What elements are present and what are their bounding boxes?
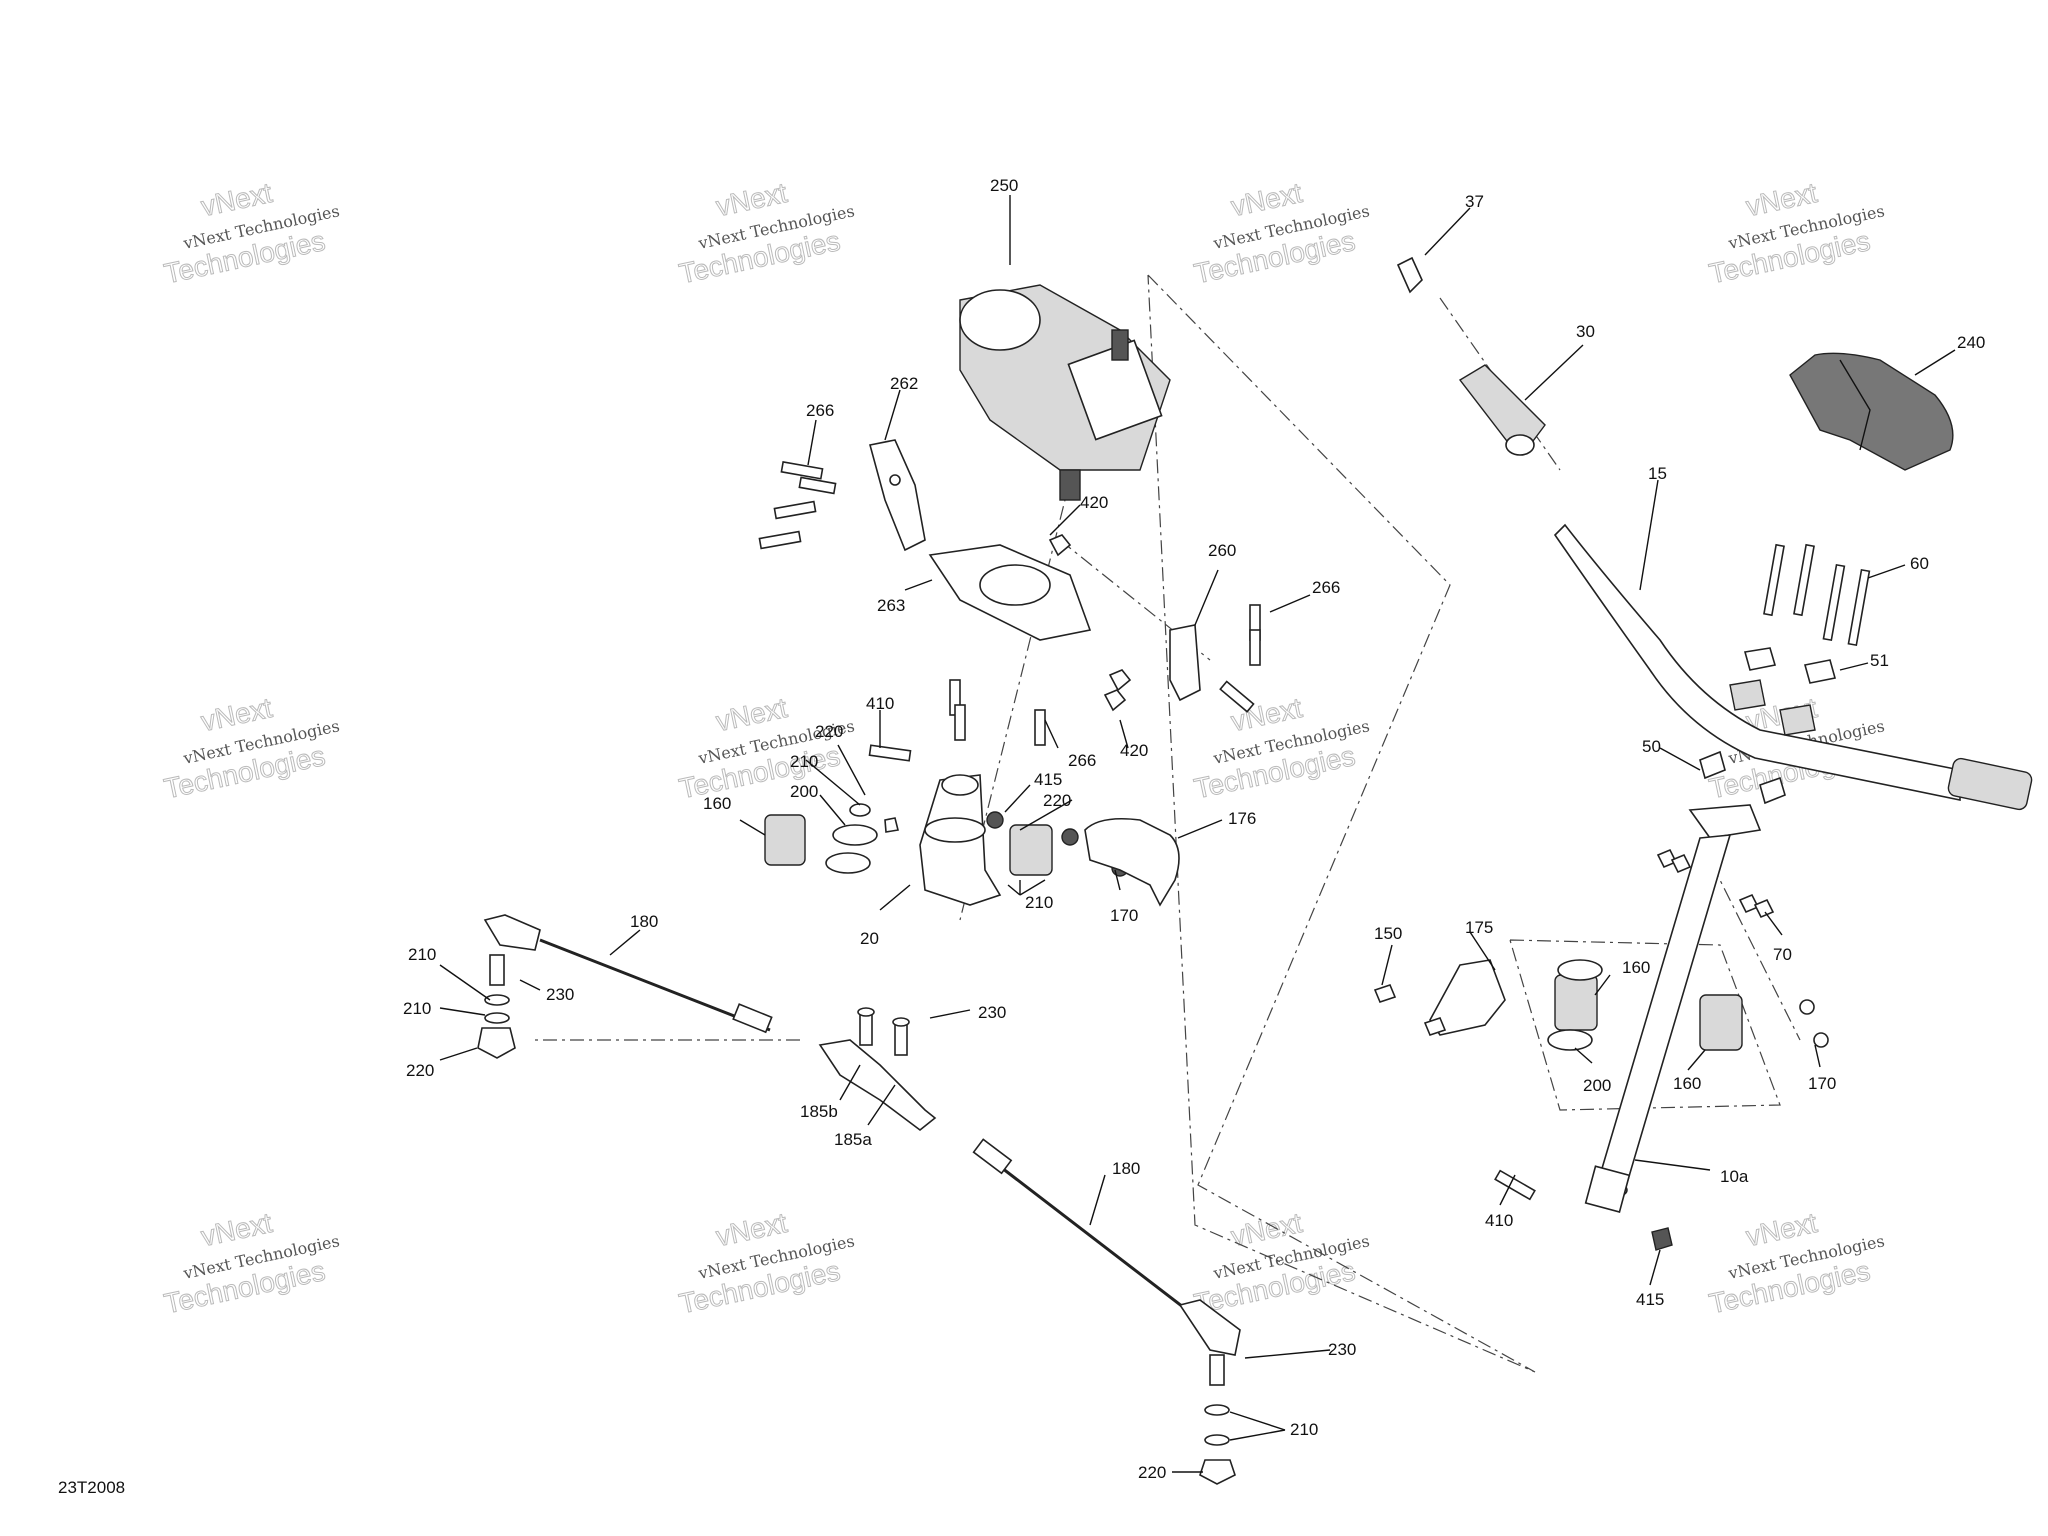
watermark: vNext vNext Technologies Technologies [1706,1206,1886,1319]
tie-rod-ends-185 [818,1007,937,1132]
steering-support-20 [919,774,1002,906]
svg-text:vNext: vNext [198,177,275,222]
centerline-grip [1439,297,1561,471]
column-bearing-group [1373,959,1829,1201]
callout-220: 220 [1043,791,1071,810]
watermark: vNext vNext Technologies Technologies [1191,176,1371,289]
watermark: vNext vNext Technologies Technologies [676,691,856,804]
callout-220: 220 [1138,1463,1166,1482]
watermark: vNext vNext Technologies Technologies [676,176,856,289]
callout-410: 410 [866,694,894,713]
bracket-263 [928,544,1092,641]
callout-266: 266 [1312,578,1340,597]
power-steering-motor [959,195,1171,501]
drawing-code: 23T2008 [58,1478,126,1497]
leader-lines [439,207,1956,1473]
assembly-outline-large [1147,274,1536,1373]
centerline-bracket [1059,539,1211,661]
callout-160: 160 [1622,958,1650,977]
svg-text:vNext: vNext [713,177,790,222]
clamps-50-51 [1699,647,1837,805]
bracket-260 [1169,624,1201,702]
callout-30: 30 [1576,322,1595,341]
callout-250: 250 [990,176,1018,195]
watermark: vNext vNext Technologies Technologies [1191,691,1371,804]
watermark: vNext vNext Technologies Technologies [161,176,341,289]
svg-text:vNext: vNext [713,692,790,737]
callout-60: 60 [1910,554,1929,573]
callout-20: 20 [860,929,879,948]
watermark: vNext vNext Technologies Technologies [1706,176,1886,289]
watermark: vNext vNext Technologies Technologies [1191,1206,1371,1319]
callout-185b: 185b [800,1102,838,1121]
centerline-shaft [959,479,1071,921]
svg-text:vNext: vNext [1228,177,1305,222]
callout-170: 170 [1110,906,1138,925]
callout-410: 410 [1485,1211,1513,1230]
callout-labels: 250 37 30 240 262 266 420 15 260 266 263… [403,176,1985,1482]
callout-230: 230 [546,985,574,1004]
callout-210: 210 [403,999,431,1018]
callout-160: 160 [703,794,731,813]
tie-rod-right [972,1138,1241,1485]
callout-230: 230 [978,1003,1006,1022]
svg-text:vNext: vNext [198,692,275,737]
callout-180: 180 [1112,1159,1140,1178]
callout-170: 170 [1808,1074,1836,1093]
handlebar-bolts-60 [1763,543,1871,647]
tie-rod-left [477,914,773,1059]
callout-266: 266 [1068,751,1096,770]
callout-210: 210 [408,945,436,964]
callout-70: 70 [1773,945,1792,964]
callout-220: 220 [406,1061,434,1080]
callout-200: 200 [1583,1076,1611,1095]
steering-column-10a [1584,804,1762,1251]
callout-420: 420 [1080,493,1108,512]
callout-51: 51 [1870,651,1889,670]
watermark: vNext vNext Technologies Technologies [676,1206,856,1319]
callout-180: 180 [630,912,658,931]
callout-220: 220 [815,722,843,741]
callout-210: 210 [1290,1420,1318,1439]
fasteners [758,461,1261,762]
callout-415: 415 [1034,770,1062,789]
handlebar-15 [1553,523,2033,811]
callout-50: 50 [1642,737,1661,756]
callout-150: 150 [1374,924,1402,943]
svg-text:vNext: vNext [1228,1207,1305,1252]
callout-266: 266 [806,401,834,420]
callout-415: 415 [1636,1290,1664,1309]
callout-230: 230 [1328,1340,1356,1359]
callout-260: 260 [1208,541,1236,560]
callout-420: 420 [1120,741,1148,760]
callout-240: 240 [1957,333,1985,352]
svg-text:vNext: vNext [198,1207,275,1252]
callout-175: 175 [1465,918,1493,937]
svg-text:vNext: vNext [1743,177,1820,222]
assembly-outline-right [1509,939,1781,1111]
callout-210: 210 [1025,893,1053,912]
watermark: vNext vNext Technologies Technologies [161,1206,341,1319]
svg-text:vNext: vNext [1743,1207,1820,1252]
callout-160: 160 [1673,1074,1701,1093]
column-nuts-70 [1656,848,1775,919]
watermark: vNext vNext Technologies Technologies [161,691,341,804]
bracket-262 [869,439,926,552]
handlebar-cover-240 [1789,352,1954,471]
callout-176: 176 [1228,809,1256,828]
callout-263: 263 [877,596,905,615]
callout-37: 37 [1465,192,1484,211]
callout-185a: 185a [834,1130,872,1149]
cover-176 [1084,817,1180,907]
svg-text:vNext: vNext [713,1207,790,1252]
callout-15: 15 [1648,464,1667,483]
callout-10a: 10a [1720,1167,1749,1186]
callout-200: 200 [790,782,818,801]
handlebar-grip-37-30 [1396,256,1546,456]
callout-262: 262 [890,374,918,393]
callout-210: 210 [790,752,818,771]
